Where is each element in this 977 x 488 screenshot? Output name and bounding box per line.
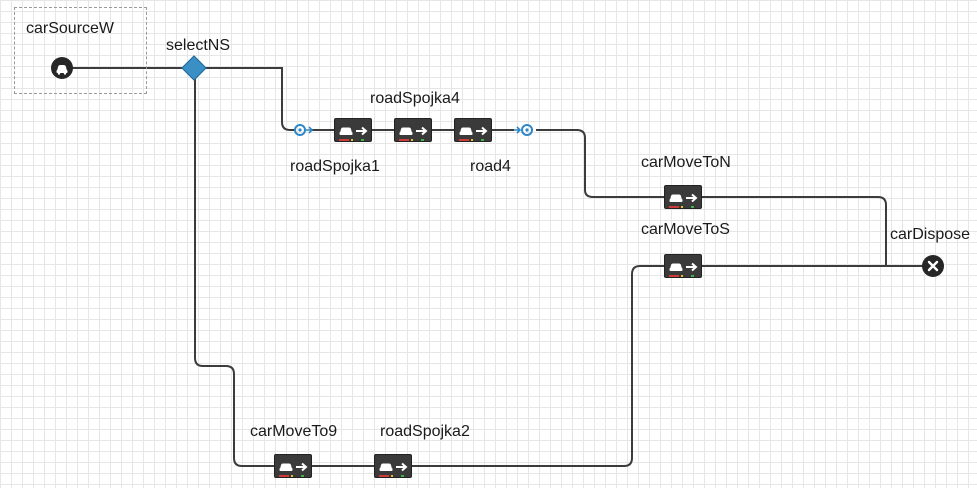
car-move-road-icon bbox=[669, 193, 698, 208]
wire-roadspojka2-to-movetoS bbox=[412, 265, 664, 467]
car-move-road-icon bbox=[669, 262, 698, 277]
car-source-icon[interactable] bbox=[51, 57, 73, 79]
carMoveToN-label: carMoveToN bbox=[641, 154, 731, 171]
road4-label: road4 bbox=[470, 158, 511, 175]
car-move-road-icon bbox=[459, 126, 488, 141]
carMoveToS-label: carMoveToS bbox=[641, 221, 730, 238]
road-entry-icon[interactable] bbox=[513, 120, 535, 140]
carMoveTo9-block[interactable] bbox=[274, 454, 312, 478]
roadSpojka1-label: roadSpojka1 bbox=[290, 158, 380, 175]
car-move-road-icon bbox=[339, 126, 368, 141]
carMoveTo9-label: carMoveTo9 bbox=[250, 423, 338, 440]
road4-block[interactable] bbox=[454, 118, 492, 142]
car-source-group-frame bbox=[14, 7, 147, 94]
road-exit-icon[interactable] bbox=[292, 120, 314, 140]
selectNS-label: selectNS bbox=[166, 37, 231, 54]
carMoveToS-block[interactable] bbox=[664, 254, 702, 278]
carMoveToN-block[interactable] bbox=[664, 185, 702, 209]
car-dispose-icon[interactable] bbox=[922, 255, 944, 277]
car-move-road-icon bbox=[379, 462, 408, 477]
roadSpojka4-block[interactable] bbox=[394, 118, 432, 142]
car-move-road-icon bbox=[279, 462, 308, 477]
car-move-road-icon bbox=[399, 126, 428, 141]
roadSpojka2-block[interactable] bbox=[374, 454, 412, 478]
carSourceW-label: carSourceW bbox=[26, 20, 115, 37]
wire-movetoN-to-dispose bbox=[702, 196, 887, 266]
roadSpojka4-label: roadSpojka4 bbox=[370, 90, 460, 107]
roadSpojka2-label: roadSpojka2 bbox=[380, 423, 470, 440]
wire-select-to-exit bbox=[195, 67, 296, 131]
wire-select-to-moveto9 bbox=[194, 75, 274, 467]
roadSpojka1-block[interactable] bbox=[334, 118, 372, 142]
wire-entry-to-movetoN bbox=[536, 129, 664, 198]
carDispose-label: carDispose bbox=[890, 226, 971, 243]
